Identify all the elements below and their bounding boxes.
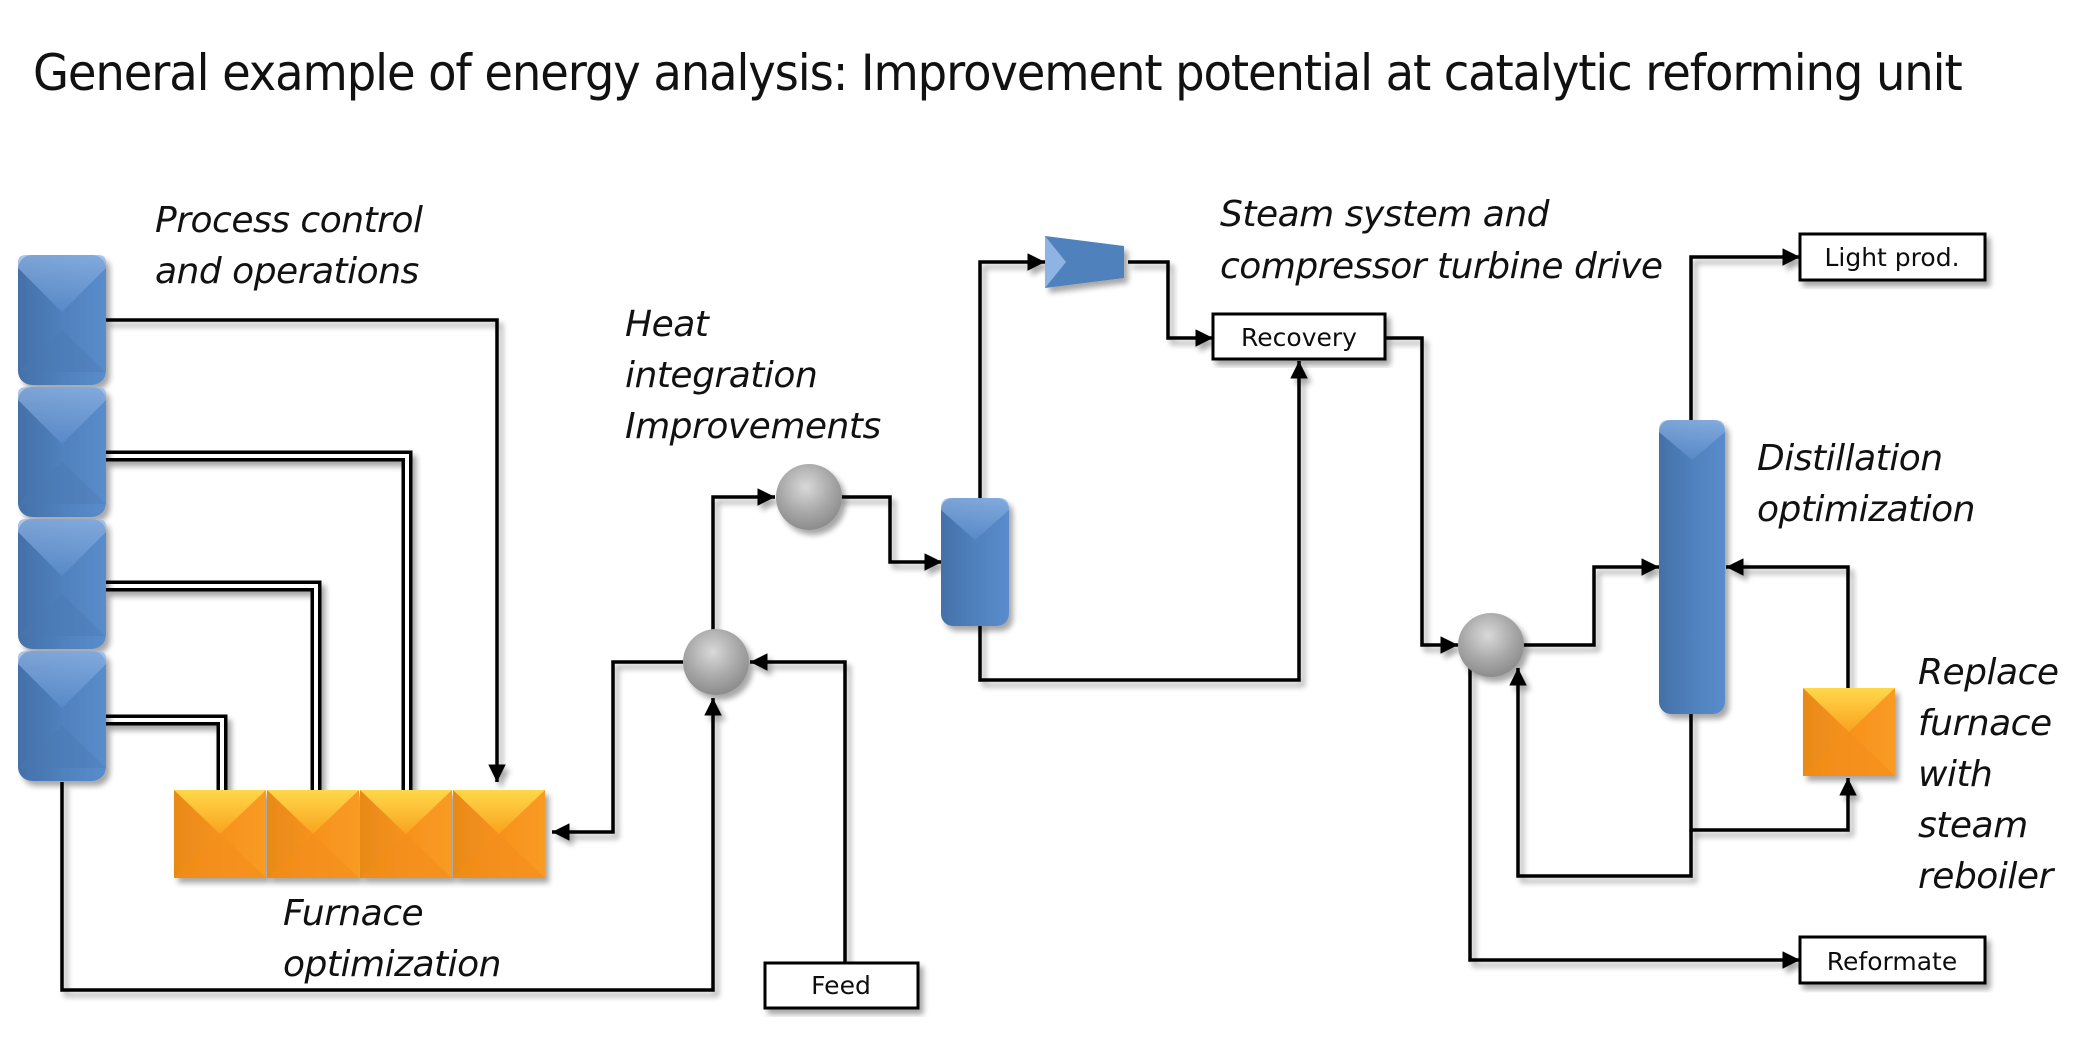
- pipe-feed-to-exchanger1: [750, 653, 847, 966]
- pipe-separator-to-compressor: [978, 253, 1045, 500]
- furnace-cell-2: [267, 790, 359, 878]
- heat-exchanger-1[interactable]: [683, 629, 749, 695]
- furnace-cell-3: [360, 790, 452, 878]
- pipe-exchanger1-to-furnace: [552, 660, 683, 841]
- pipe-reactor4-to-furnace1: [105, 714, 228, 790]
- recovery-label: Recovery: [1241, 323, 1357, 352]
- annotation-steam-system: Steam system and compressor turbine driv…: [1220, 194, 1663, 287]
- furnace-cell-1: [174, 790, 266, 878]
- svg-text:furnace: furnace: [1918, 703, 2052, 744]
- pipe-exchanger2-to-separator: [838, 495, 942, 571]
- separator-vessel[interactable]: [941, 498, 1009, 626]
- heat-exchanger-3[interactable]: [1458, 613, 1524, 677]
- feed-box[interactable]: Feed: [763, 961, 920, 1010]
- svg-text:Steam system and: Steam system and: [1220, 194, 1551, 235]
- pipe-column-bottom-to-exchanger3: [1509, 668, 1693, 878]
- pipe-reboiler-to-column: [1726, 558, 1850, 688]
- pipe-exchanger3-to-reformate: [1468, 665, 1800, 969]
- pipe-reactor1-to-furnace4: [105, 318, 506, 782]
- reactor-1[interactable]: [18, 255, 106, 385]
- furnace-cell-4: [453, 790, 545, 878]
- distillation-column[interactable]: [1659, 420, 1725, 714]
- compressor-icon[interactable]: [1045, 236, 1124, 288]
- reformate-box[interactable]: Reformate: [1798, 935, 1987, 985]
- reactor-2[interactable]: [18, 387, 106, 517]
- pipe-exchanger3-to-column: [1522, 558, 1659, 647]
- pipes: [60, 248, 1857, 992]
- pipe-separator-bottom-to-recovery: [978, 361, 1308, 682]
- svg-text:Improvements: Improvements: [625, 406, 881, 447]
- recovery-box[interactable]: Recovery: [1211, 312, 1387, 361]
- light-prod-box[interactable]: Light prod.: [1798, 232, 1987, 282]
- heat-exchanger-2[interactable]: [776, 464, 842, 530]
- svg-text:Process control: Process control: [155, 200, 423, 241]
- reactor-3[interactable]: [18, 519, 106, 649]
- pipe-recovery-to-exchanger3: [1386, 336, 1458, 654]
- svg-text:Replace: Replace: [1918, 652, 2059, 693]
- svg-text:reboiler: reboiler: [1918, 856, 2055, 897]
- svg-text:compressor turbine drive: compressor turbine drive: [1220, 246, 1663, 287]
- svg-text:Heat: Heat: [625, 304, 711, 345]
- svg-text:with: with: [1918, 754, 1992, 795]
- svg-text:optimization: optimization: [283, 944, 501, 985]
- pipe-exchanger1-to-exchanger2: [711, 488, 775, 630]
- svg-text:and operations: and operations: [155, 251, 419, 292]
- reactor-stack: [18, 255, 106, 781]
- svg-text:Distillation: Distillation: [1757, 438, 1943, 479]
- svg-text:steam: steam: [1918, 805, 2028, 846]
- pipe-column-to-light-prod: [1689, 248, 1800, 424]
- feed-label: Feed: [811, 971, 871, 1000]
- annotation-process-control: Process control and operations: [155, 200, 424, 292]
- annotation-replace-furnace: Replace furnace with steam reboiler: [1918, 652, 2059, 897]
- light-prod-label: Light prod.: [1824, 243, 1959, 272]
- pipe-reactor3-to-furnace2: [105, 580, 322, 790]
- furnace[interactable]: [174, 790, 545, 878]
- reactor-4[interactable]: [18, 651, 106, 781]
- annotation-heat-integration: Heat integration Improvements: [625, 304, 881, 447]
- reformate-label: Reformate: [1827, 947, 1957, 976]
- reboiler[interactable]: [1803, 688, 1895, 776]
- pipe-reactor-bottom-to-exchanger1: [60, 698, 722, 992]
- pipe-reactor2-to-furnace3: [105, 450, 413, 790]
- page-title: General example of energy analysis: Impr…: [33, 44, 1963, 102]
- svg-text:Furnace: Furnace: [283, 893, 423, 934]
- pipe-compressor-to-recovery: [1128, 260, 1213, 347]
- pipe-column-to-reboiler: [1689, 713, 1857, 832]
- annotation-distillation-optimization: Distillation optimization: [1757, 438, 1975, 530]
- annotation-furnace-optimization: Furnace optimization: [283, 893, 501, 985]
- svg-text:integration: integration: [625, 355, 817, 396]
- svg-text:optimization: optimization: [1757, 489, 1975, 530]
